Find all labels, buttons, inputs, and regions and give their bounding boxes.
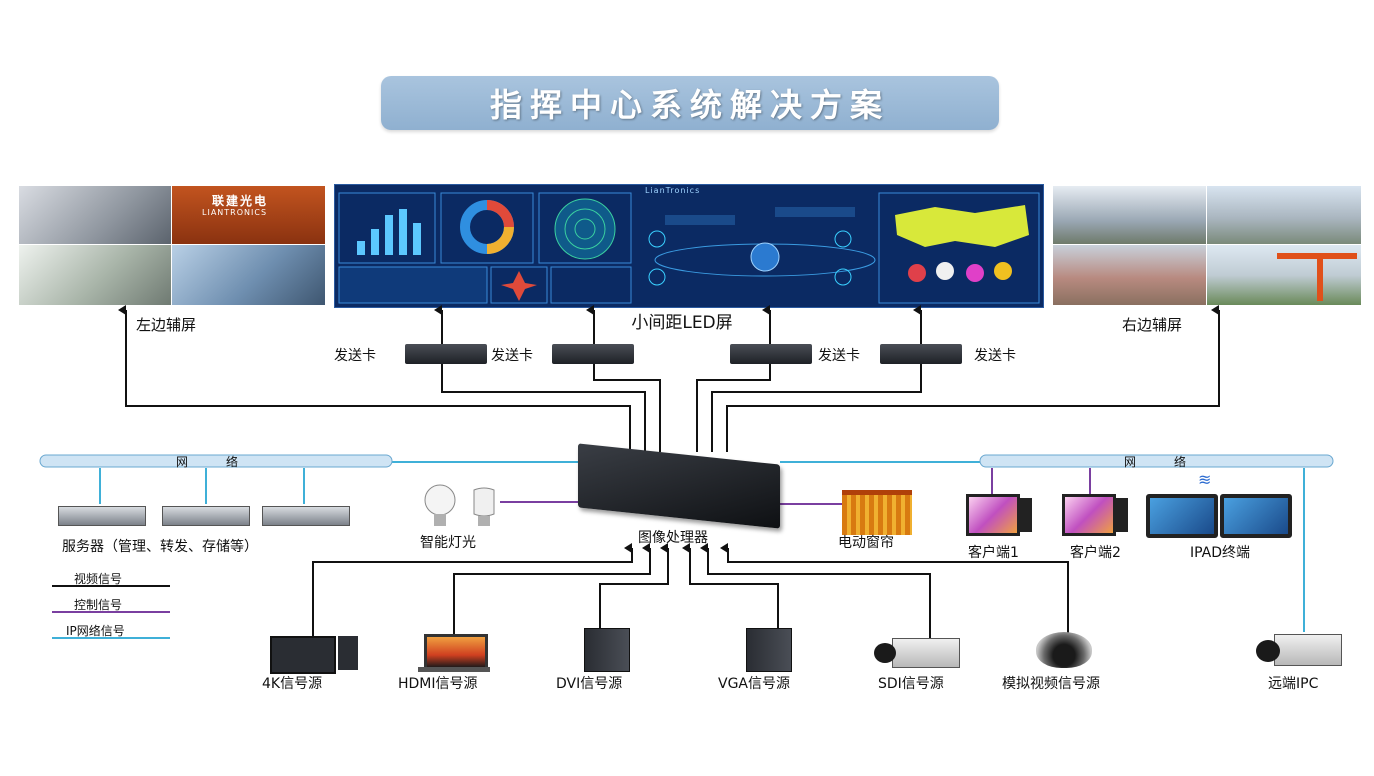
curtain-label: 电动窗帘 [838, 535, 894, 551]
box-camera-icon [1274, 634, 1342, 666]
ipad-label: IPAD终端 [1190, 545, 1251, 561]
sdi-camera-lens [874, 643, 896, 663]
legend-ip-line [52, 637, 170, 639]
sender-card-1-label: 发送卡 [334, 348, 376, 364]
park-gate-photo [1053, 186, 1206, 244]
right-screen-panel [1053, 186, 1361, 305]
legend-control-line [52, 611, 170, 613]
network-bus-left [39, 454, 393, 468]
4k-source-tower [338, 636, 358, 670]
legend-video-line [52, 585, 170, 587]
company-sign: 联建光电 [212, 194, 269, 208]
sender-card-2-icon [552, 344, 634, 364]
sender-card-4-label: 发送卡 [974, 348, 1016, 364]
client1-tower [1018, 498, 1032, 532]
company-sign-photo: 联建光电 LIANTRONICS [172, 186, 325, 244]
server-rack-icon [262, 506, 350, 526]
sender-card-3-label: 发送卡 [818, 348, 860, 364]
legend-control-label: 控制信号 [74, 598, 123, 612]
apartments-photo [1053, 245, 1206, 305]
stage-curtain-icon [842, 490, 912, 535]
dome-camera-icon [1036, 632, 1092, 668]
client1-label: 客户端1 [968, 545, 1019, 561]
vga-source-tower-icon [746, 628, 792, 672]
src-dvi-label: DVI信号源 [556, 676, 623, 692]
server-rack-icon [162, 506, 250, 526]
4k-source-desktop-pc-icon [270, 636, 336, 674]
smart-light-label: 智能灯光 [420, 535, 476, 551]
src-analog-label: 模拟视频信号源 [1002, 676, 1100, 692]
network-bus-right [979, 454, 1334, 468]
left-screen-label: 左边辅屏 [136, 316, 197, 334]
led-header: LianTronics [645, 186, 701, 195]
title-banner: 指挥中心系统解决方案 [381, 76, 999, 130]
sender-card-3-icon [730, 344, 812, 364]
client2-desktop-pc-icon [1062, 494, 1116, 536]
network-left-label-1: 网 [176, 455, 189, 469]
hdmi-source-laptop-icon [424, 634, 488, 670]
tablet-icon [1146, 494, 1218, 538]
wifi-icon: ≋ [1198, 470, 1212, 489]
remote-camera-lens [1256, 640, 1280, 662]
network-left-label-2: 络 [226, 455, 239, 469]
sender-card-1-icon [405, 344, 487, 364]
src-vga-label: VGA信号源 [718, 676, 791, 692]
page-title: 指挥中心系统解决方案 [489, 86, 890, 124]
company-sign-en: LIANTRONICS [202, 208, 268, 217]
box-camera-icon [892, 638, 960, 668]
src-sdi-label: SDI信号源 [878, 676, 944, 692]
training-room-photo [19, 245, 171, 305]
src-4k-label: 4K信号源 [262, 676, 323, 692]
server-rack-icon [58, 506, 146, 526]
right-screen-label: 右边辅屏 [1122, 316, 1183, 334]
center-screen-label: 小间距LED屏 [631, 313, 733, 333]
client1-desktop-pc-icon [966, 494, 1020, 536]
legend-video-label: 视频信号 [74, 572, 123, 586]
processor-label: 图像处理器 [638, 530, 708, 546]
entrance-arch-photo [1207, 245, 1361, 305]
servers-label: 服务器（管理、转发、存储等） [62, 539, 258, 555]
legend-ip-label: IP网络信号 [66, 624, 125, 638]
office-building-photo [1207, 186, 1361, 244]
network-right-label-2: 络 [1174, 455, 1187, 469]
dvi-source-tower-icon [584, 628, 630, 672]
light-bulb-icon [424, 484, 495, 526]
led-dashboard-graphic [338, 192, 1040, 304]
network-right-label-1: 网 [1124, 455, 1137, 469]
client2-label: 客户端2 [1070, 545, 1121, 561]
client2-tower [1114, 498, 1128, 532]
left-screen-panel: 联建光电 LIANTRONICS [19, 186, 325, 305]
sender-card-4-icon [880, 344, 962, 364]
led-screen-panel: LianTronics [334, 184, 1044, 308]
src-hdmi-label: HDMI信号源 [398, 676, 478, 692]
remote-ipc-label: 远端IPC [1268, 676, 1319, 692]
laptop-base [418, 667, 490, 672]
sender-card-2-label: 发送卡 [491, 348, 533, 364]
meeting-room-photo [19, 186, 171, 244]
control-room-photo [172, 245, 325, 305]
tablet-icon [1220, 494, 1292, 538]
